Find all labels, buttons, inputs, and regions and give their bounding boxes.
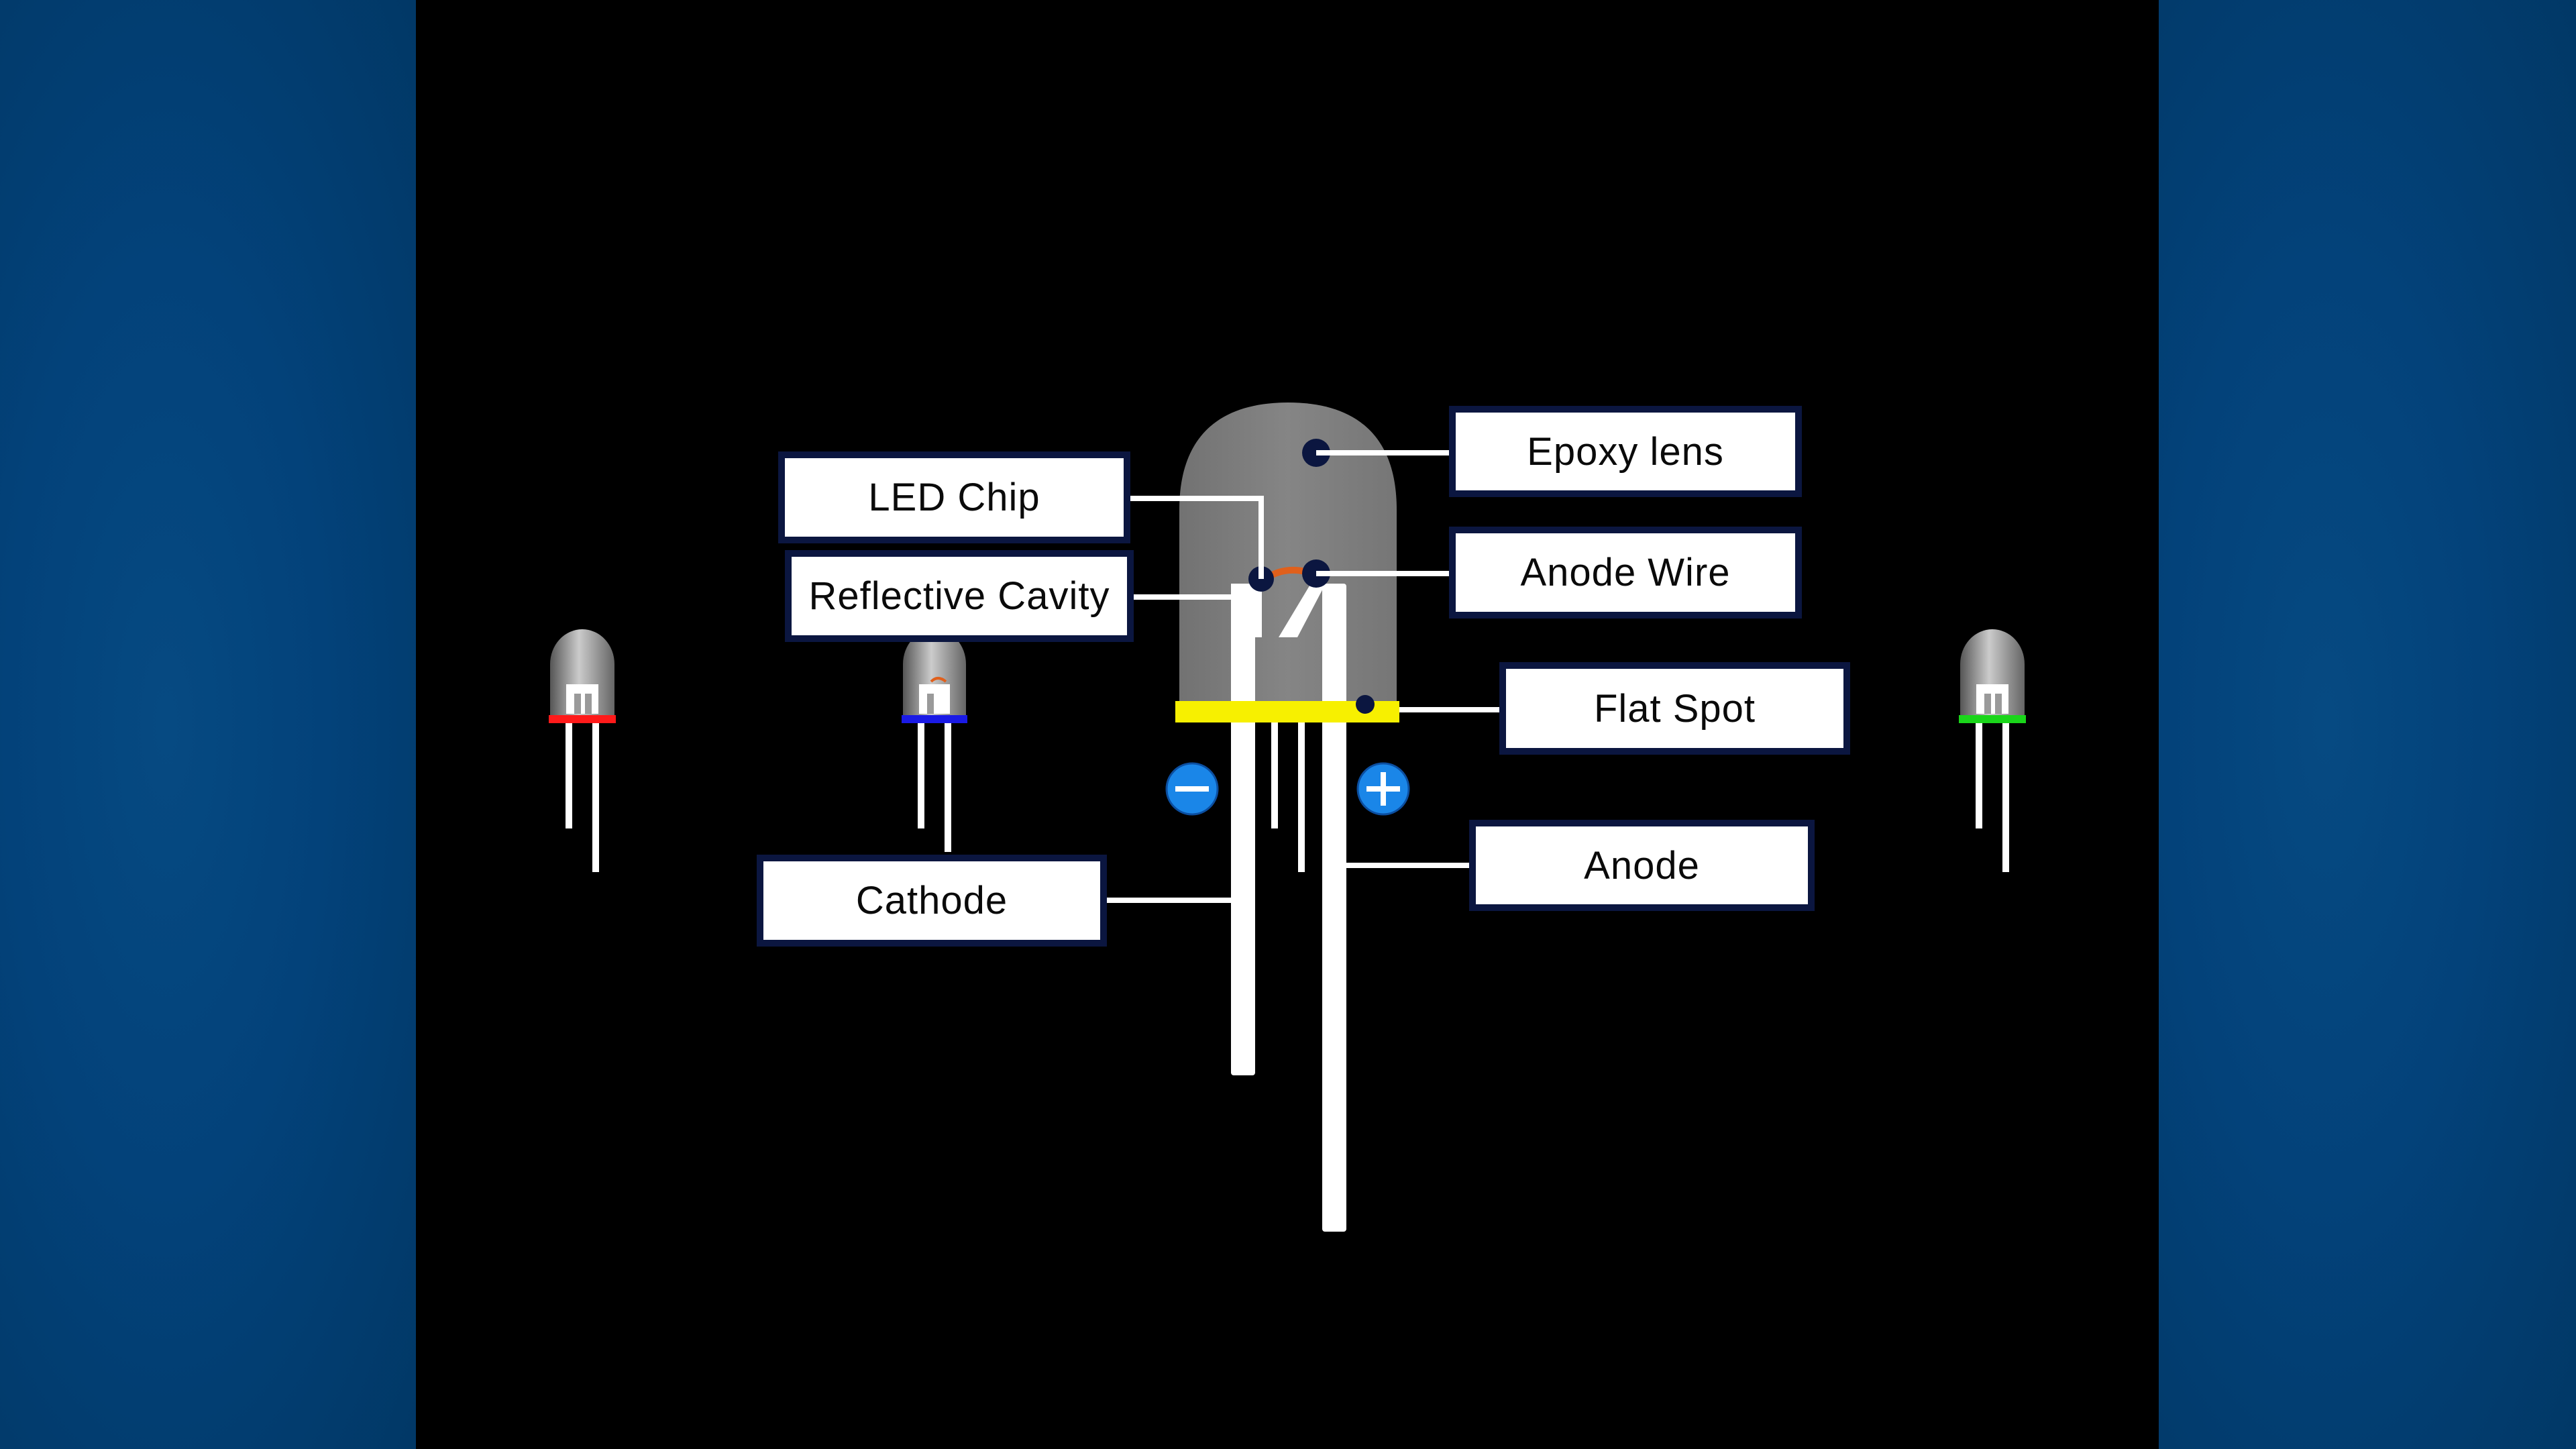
cathode-label-text: Cathode xyxy=(855,879,1008,922)
mini-led-frame xyxy=(1976,684,2008,714)
mini-led-base-red xyxy=(549,715,616,723)
plus-icon xyxy=(1366,772,1400,806)
reflective-cavity-label-text: Reflective Cavity xyxy=(808,574,1110,618)
epoxy-lens-label: Epoxy lens xyxy=(1449,406,1802,497)
mini-led-base-blue xyxy=(902,715,967,723)
anode-wire-label-text: Anode Wire xyxy=(1520,551,1731,594)
epoxy-lens-label-text: Epoxy lens xyxy=(1527,429,1724,474)
mini-led-frame-gap xyxy=(574,694,581,714)
mini-led-frame-gap xyxy=(585,694,592,714)
anode-post-bend xyxy=(1279,577,1325,637)
diagram-stage xyxy=(416,0,2159,1449)
leader-lines xyxy=(1107,450,1499,903)
mini-led-red xyxy=(549,629,616,872)
cathode-polarity-badge xyxy=(1165,762,1219,816)
cathode-label: Cathode xyxy=(757,855,1107,947)
mini-led-lead xyxy=(945,718,951,852)
cathode-lead xyxy=(1231,584,1255,1075)
mini-led-frame xyxy=(919,684,950,714)
anode-polarity-badge xyxy=(1356,762,1410,816)
flat-spot-marker-dot xyxy=(1356,695,1375,714)
epoxy-lens-body xyxy=(1179,402,1397,701)
led-chip-leader xyxy=(1130,496,1264,579)
right-background-panel xyxy=(2159,0,2576,1449)
mini-led-lead xyxy=(918,718,924,828)
mini-led-blue xyxy=(902,629,967,852)
mini-led-base-green xyxy=(1959,715,2026,723)
mini-led-lead xyxy=(1271,718,1278,828)
mini-led-lead xyxy=(566,718,572,828)
flat-spot-label: Flat Spot xyxy=(1499,662,1850,755)
mini-led-frame-gap xyxy=(1995,694,2002,714)
large-led xyxy=(1175,402,1399,1232)
mini-led-lens xyxy=(903,629,966,718)
anode-label: Anode xyxy=(1469,820,1815,911)
anode-lead xyxy=(1322,584,1346,1232)
anode-wire-label: Anode Wire xyxy=(1449,527,1802,619)
reflective-cavity-label: Reflective Cavity xyxy=(785,550,1134,642)
mini-led-green xyxy=(1959,629,2026,872)
led-chip-label: LED Chip xyxy=(778,451,1130,543)
anode-label-text: Anode xyxy=(1584,843,1700,888)
led-chip-label-text: LED Chip xyxy=(868,476,1040,519)
mini-led-lead xyxy=(1298,718,1305,872)
mini-led-frame-gap xyxy=(927,694,934,714)
mini-led-lead xyxy=(2002,718,2009,872)
left-background-panel xyxy=(0,0,416,1449)
mini-led-frame-gap xyxy=(1984,694,1991,714)
mini-led-wire xyxy=(930,677,947,683)
mini-led-lead xyxy=(1976,718,1982,828)
reflective-cavity-cup xyxy=(1231,584,1262,637)
flat-spot-label-text: Flat Spot xyxy=(1593,686,1756,731)
mini-led-frame xyxy=(566,684,598,714)
mini-led-lead xyxy=(592,718,599,872)
minus-icon xyxy=(1175,786,1209,792)
